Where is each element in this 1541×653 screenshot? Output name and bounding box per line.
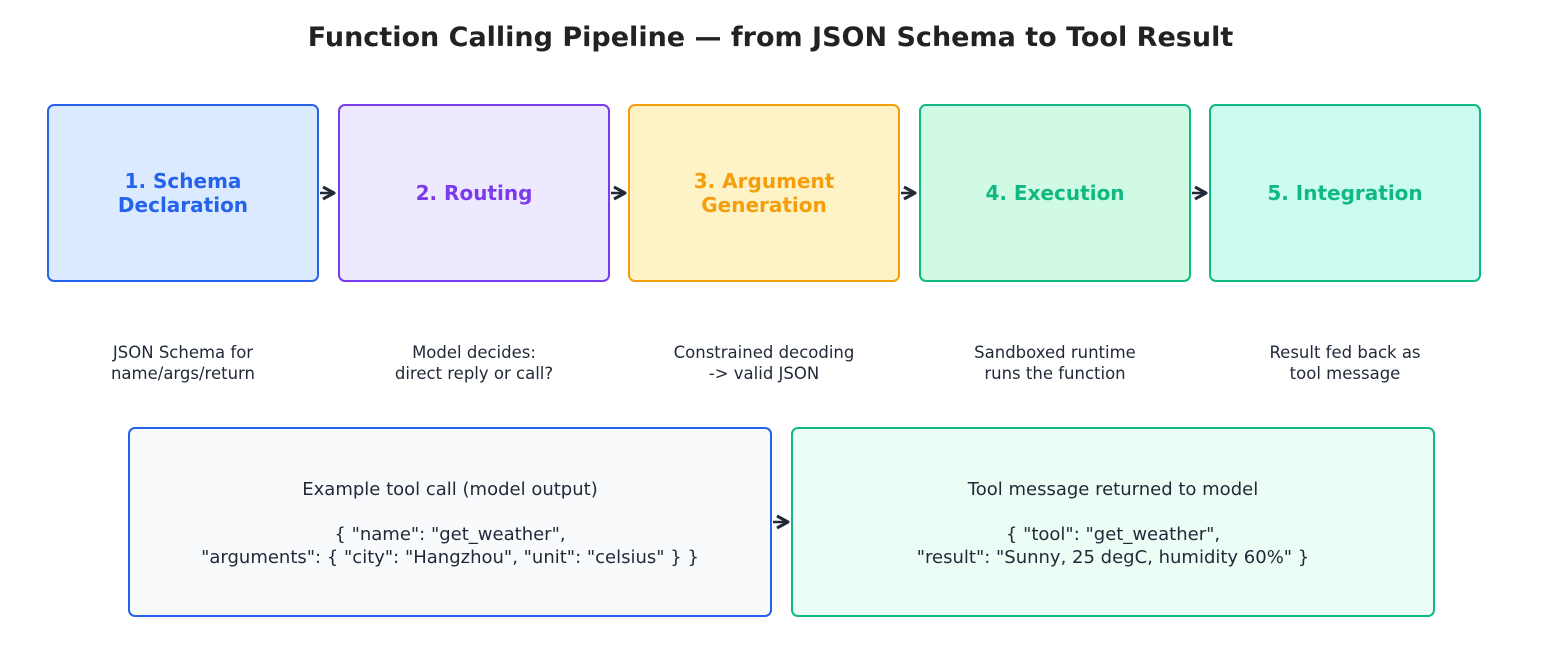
tool-message-json: { "tool": "get_weather", "result": "Sunn…	[916, 524, 1310, 568]
stage-label: 3. Argument Generation	[693, 169, 835, 217]
stage-description: JSON Schema for name/args/return	[110, 343, 256, 383]
stage-schema-declaration: 1. Schema Declaration	[47, 104, 319, 282]
arrow-stage4-to-stage5-head	[1194, 185, 1208, 201]
stage-execution: 4. Execution	[919, 104, 1191, 282]
stage-description: Model decides: direct reply or call?	[394, 343, 554, 383]
tool-message-title: Tool message returned to model	[967, 479, 1259, 500]
arrow-stage2-to-stage3-head	[613, 185, 627, 201]
arrow-call-to-result-head	[776, 514, 790, 530]
arrow-stage1-to-stage2-head	[322, 185, 336, 201]
stage-label: 5. Integration	[1267, 181, 1423, 205]
example-tool-call-json: { "name": "get_weather", "arguments": { …	[201, 524, 699, 568]
stage-label: 1. Schema Declaration	[117, 169, 249, 217]
stage-argument-generation: 3. Argument Generation	[628, 104, 900, 282]
stage-routing: 2. Routing	[338, 104, 610, 282]
stage-description: Sandboxed runtime runs the function	[974, 343, 1136, 383]
stage-label: 2. Routing	[415, 181, 533, 205]
tool-message-box: Tool message returned to model { "tool":…	[791, 427, 1435, 617]
stage-label: 4. Execution	[985, 181, 1125, 205]
diagram-title: Function Calling Pipeline — from JSON Sc…	[307, 22, 1234, 53]
stage-description: Constrained decoding -> valid JSON	[673, 343, 855, 383]
stage-description: Result fed back as tool message	[1269, 343, 1421, 383]
example-tool-call-title: Example tool call (model output)	[302, 479, 598, 500]
stage-integration: 5. Integration	[1209, 104, 1481, 282]
example-tool-call-box: Example tool call (model output) { "name…	[128, 427, 772, 617]
arrow-stage3-to-stage4-head	[903, 185, 917, 201]
